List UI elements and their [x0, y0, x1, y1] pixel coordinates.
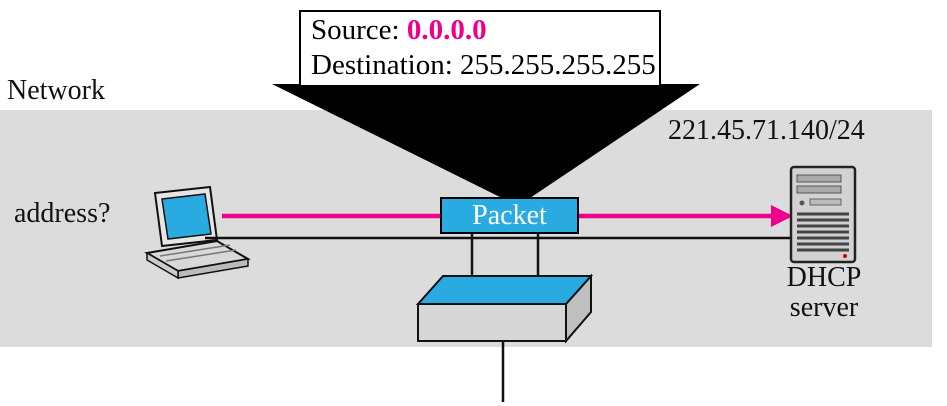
dhcp-server-label-line2: server: [789, 292, 859, 323]
hub-icon: [415, 273, 594, 344]
source-label: Source:: [311, 14, 407, 46]
packet-label: Packet: [472, 199, 547, 231]
dhcp-server-label-line1: DHCP: [786, 262, 862, 293]
packet-box: Packet: [440, 197, 579, 234]
dhcp-server-label: DHCP server: [776, 263, 872, 323]
callout-pointer: [272, 84, 700, 206]
source-line: Source: 0.0.0.0: [311, 13, 659, 48]
laptop-icon: [144, 185, 251, 280]
source-value: 0.0.0.0: [406, 14, 487, 46]
packet-header-callout: Source: 0.0.0.0 Destination: 255.255.255…: [299, 10, 661, 87]
destination-label: Destination:: [311, 49, 461, 81]
address-question-label: address?: [14, 198, 111, 229]
network-label: Network: [7, 75, 105, 106]
server-icon: [789, 165, 857, 264]
server-ip-label: 221.45.71.140/24: [668, 115, 865, 146]
flow-arrow-head: [771, 205, 793, 227]
destination-value: 255.255.255.255: [460, 49, 656, 81]
destination-line: Destination: 255.255.255.255: [311, 48, 659, 83]
